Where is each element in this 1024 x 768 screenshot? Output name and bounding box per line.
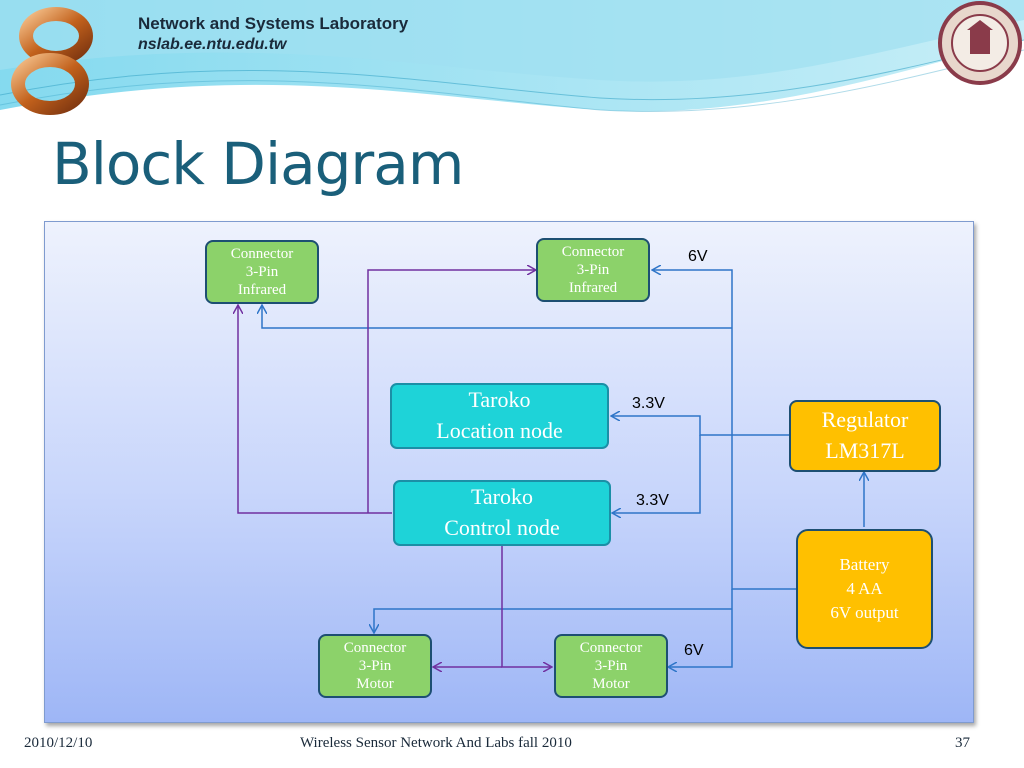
footer-page-number: 37	[955, 735, 970, 751]
node-role: Location node	[436, 418, 563, 443]
regulator-block: Regulator LM317L	[789, 400, 941, 472]
connector-pins: 3-Pin	[576, 262, 610, 278]
battery-label: Battery	[839, 555, 890, 575]
voltage-label-top: 6V	[688, 248, 708, 265]
connector-type: Motor	[356, 676, 394, 692]
connector-motor-left: Connector 3-Pin Motor	[318, 634, 432, 698]
taroko-control-node: Taroko Control node	[393, 480, 611, 546]
battery-block: Battery 4 AA 6V output	[796, 529, 933, 649]
node-role: Control node	[444, 515, 560, 540]
battery-output: 6V output	[830, 602, 899, 622]
footer-date: 2010/12/10	[24, 735, 93, 751]
voltage-label-location: 3.3V	[632, 395, 665, 412]
connector-label: Connector	[561, 244, 625, 260]
battery-cells: 4 AA	[846, 579, 883, 599]
node-name: Taroko	[468, 387, 531, 413]
footer-course: Wireless Sensor Network And Labs fall 20…	[300, 735, 572, 751]
lab-name: Network and Systems Laboratory	[138, 14, 409, 33]
voltage-label-motor: 6V	[684, 642, 704, 659]
connector-pins: 3-Pin	[358, 658, 392, 674]
header-wave-decoration	[0, 0, 1024, 128]
regulator-part: LM317L	[825, 438, 905, 463]
connector-label: Connector	[343, 640, 407, 656]
connector-type: Infrared	[237, 282, 287, 298]
lab-logo-icon	[11, 7, 93, 115]
slide-title: Block Diagram	[52, 130, 464, 198]
connector-motor-right: Connector 3-Pin Motor	[554, 634, 668, 698]
connector-pins: 3-Pin	[594, 658, 628, 674]
connector-infrared-left: Connector 3-Pin Infrared	[205, 240, 319, 304]
voltage-label-control: 3.3V	[636, 492, 669, 509]
connector-label: Connector	[230, 246, 294, 262]
regulator-label: Regulator	[821, 407, 909, 433]
lab-url: nslab.ee.ntu.edu.tw	[138, 36, 287, 53]
taroko-location-node: Taroko Location node	[390, 383, 609, 449]
connector-type: Motor	[592, 676, 630, 692]
connector-type: Infrared	[568, 280, 618, 296]
connector-infrared-right: Connector 3-Pin Infrared	[536, 238, 650, 302]
node-name: Taroko	[471, 484, 533, 510]
university-seal-icon	[938, 1, 1022, 85]
connector-label: Connector	[579, 640, 643, 656]
connector-pins: 3-Pin	[245, 264, 279, 280]
